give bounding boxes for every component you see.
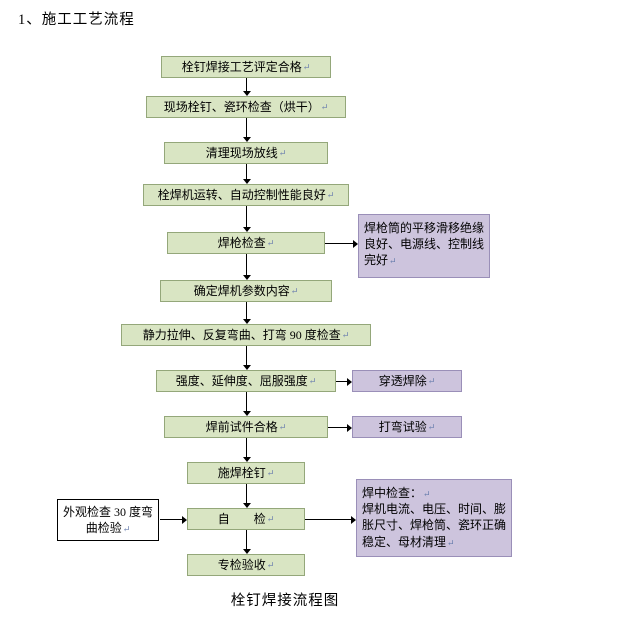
paragraph-mark-icon: ↵ xyxy=(266,513,275,524)
side-note-label: 焊枪筒的平移滑移绝缘良好、电源线、控制线完好 xyxy=(364,221,485,268)
paragraph-mark-icon: ↵ xyxy=(302,61,311,72)
arrow-down-icon xyxy=(242,78,251,96)
flow-step-label: 确定焊机参数内容 xyxy=(193,283,290,298)
paragraph-mark-icon: ↵ xyxy=(320,101,329,112)
paragraph-mark-icon: ↵ xyxy=(427,375,436,386)
flow-step-label: 栓钉焊接工艺评定合格 xyxy=(181,59,302,74)
arrow-down-icon xyxy=(242,346,251,370)
arrow-down-icon xyxy=(242,206,251,232)
flow-step-label: 焊枪检查 xyxy=(217,235,266,250)
figure-caption: 栓钉焊接流程图 xyxy=(230,593,340,609)
paragraph-mark-icon: ↵ xyxy=(423,489,431,499)
arrow-right-icon xyxy=(336,377,352,386)
flow-step-self-inspection: 自 检↵ xyxy=(187,508,305,530)
flow-step-label: 清理现场放线 xyxy=(205,145,278,160)
arrow-down-icon xyxy=(242,438,251,462)
section-title: 1、施工工艺流程 xyxy=(18,12,135,28)
flow-step-label: 自 检 xyxy=(217,511,266,526)
side-note-label: 外观检查 30 度弯曲检验 xyxy=(62,504,153,535)
side-note-visual-check: 外观检查 30 度弯曲检验↵ xyxy=(57,499,159,541)
flow-step-qualification: 栓钉焊接工艺评定合格↵ xyxy=(161,56,331,78)
arrow-down-icon xyxy=(242,164,251,184)
flow-step-label: 现场栓钉、瓷环检查（烘干） xyxy=(163,99,320,114)
arrow-down-icon xyxy=(242,530,251,554)
flow-step-machine-run: 栓焊机运转、自动控制性能良好↵ xyxy=(143,184,349,206)
side-note-heading: 焊中检查： xyxy=(362,486,423,500)
paragraph-mark-icon: ↵ xyxy=(308,375,317,386)
flow-step-site-check: 现场栓钉、瓷环检查（烘干）↵ xyxy=(146,96,346,118)
paragraph-mark-icon: ↵ xyxy=(266,467,275,478)
flow-step-label: 焊前试件合格 xyxy=(205,419,278,434)
flow-step-label: 强度、延伸度、屈服强度 xyxy=(175,373,308,388)
side-note-in-weld-check: 焊中检查：↵ 焊机电流、电压、时间、膨胀尺寸、焊枪筒、瓷环正确稳定、母材清理↵ xyxy=(356,479,512,557)
paragraph-mark-icon: ↵ xyxy=(326,189,335,200)
arrow-down-icon xyxy=(242,392,251,416)
paragraph-mark-icon: ↵ xyxy=(427,421,436,432)
paragraph-mark-icon: ↵ xyxy=(266,559,275,570)
flow-step-weld-studs: 施焊栓钉↵ xyxy=(187,462,305,484)
side-note-penetration: 穿透焊除↵ xyxy=(352,370,462,392)
flow-step-label: 栓焊机运转、自动控制性能良好 xyxy=(157,187,326,202)
paragraph-mark-icon: ↵ xyxy=(341,329,350,340)
flow-step-clean-layout: 清理现场放线↵ xyxy=(164,142,328,164)
side-note-label: 穿透焊除 xyxy=(378,373,427,388)
flow-step-label: 专检验收 xyxy=(217,557,266,572)
flow-step-label: 静力拉伸、反复弯曲、打弯 90 度检查 xyxy=(142,327,341,342)
arrow-right-icon xyxy=(305,515,356,524)
flow-step-tension-bend-check: 静力拉伸、反复弯曲、打弯 90 度检查↵ xyxy=(121,324,371,346)
arrow-down-icon xyxy=(242,254,251,280)
arrow-right-icon xyxy=(325,239,358,248)
flow-step-label: 施焊栓钉 xyxy=(217,465,266,480)
paragraph-mark-icon: ↵ xyxy=(278,147,287,158)
paragraph-mark-icon: ↵ xyxy=(290,285,299,296)
paragraph-mark-icon: ↵ xyxy=(447,537,455,548)
side-note-body: 焊机电流、电压、时间、膨胀尺寸、焊枪筒、瓷环正确稳定、母材清理 xyxy=(362,502,507,549)
arrow-right-icon xyxy=(328,423,352,432)
paragraph-mark-icon: ↵ xyxy=(122,524,131,534)
side-note-gun-condition: 焊枪筒的平移滑移绝缘良好、电源线、控制线完好↵ xyxy=(358,214,490,278)
paragraph-mark-icon: ↵ xyxy=(278,421,287,432)
flow-step-gun-check: 焊枪检查↵ xyxy=(167,232,325,254)
side-note-label: 打弯试验 xyxy=(378,419,427,434)
arrow-down-icon xyxy=(242,484,251,508)
paragraph-mark-icon: ↵ xyxy=(266,237,275,248)
arrow-right-icon xyxy=(160,515,187,524)
flow-step-preweld-specimen: 焊前试件合格↵ xyxy=(164,416,328,438)
arrow-down-icon xyxy=(242,118,251,142)
arrow-down-icon xyxy=(242,302,251,324)
paragraph-mark-icon: ↵ xyxy=(389,256,397,267)
flow-step-final-acceptance: 专检验收↵ xyxy=(187,554,305,576)
flow-step-parameters: 确定焊机参数内容↵ xyxy=(160,280,332,302)
side-note-bend-test: 打弯试验↵ xyxy=(352,416,462,438)
flow-step-strength: 强度、延伸度、屈服强度↵ xyxy=(156,370,336,392)
